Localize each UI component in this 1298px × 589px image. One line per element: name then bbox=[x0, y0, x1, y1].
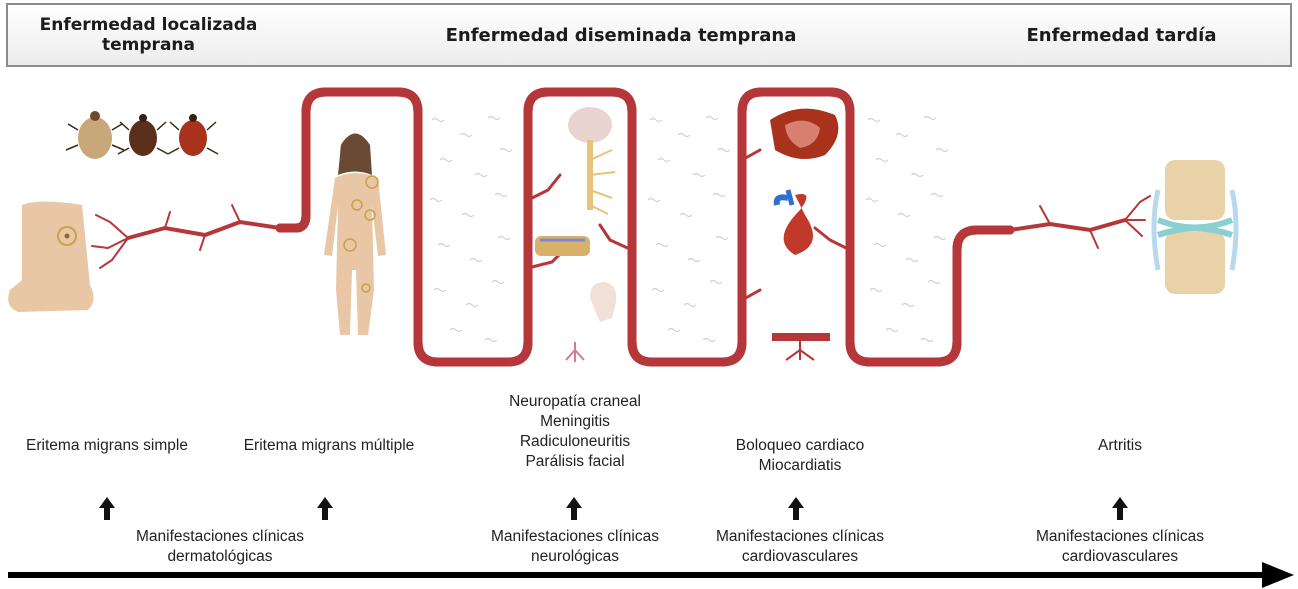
up-arrow-icon bbox=[566, 497, 582, 520]
category-neurological: Manifestaciones clínicas neurológicas bbox=[460, 527, 690, 567]
blood-vessel bbox=[280, 92, 1010, 362]
em-simple-label: Eritema migrans simple bbox=[2, 436, 212, 456]
category-subtitle: cardiovasculares bbox=[685, 547, 915, 567]
category-subtitle: neurológicas bbox=[460, 547, 690, 567]
cardio-manifestations: Boloqueo cardiaco Miocardiatis bbox=[700, 436, 900, 476]
up-arrow-icon bbox=[1112, 497, 1128, 520]
knee-joint-icon bbox=[1154, 160, 1236, 294]
em-multiple-label: Eritema migrans múltiple bbox=[215, 436, 443, 456]
up-arrow-icons bbox=[99, 497, 1128, 520]
tick-icons bbox=[66, 111, 218, 159]
category-title: Manifestaciones clínicas bbox=[685, 527, 915, 547]
neuro-item: Neuropatía craneal bbox=[470, 392, 680, 412]
category-title: Manifestaciones clínicas bbox=[100, 527, 340, 547]
category-title: Manifestaciones clínicas bbox=[460, 527, 690, 547]
arthritis-label: Artritis bbox=[1050, 436, 1190, 456]
heart-icons bbox=[770, 109, 838, 360]
up-arrow-icon bbox=[99, 497, 115, 520]
vessel-branches bbox=[92, 150, 1150, 300]
neuro-item: Parálisis facial bbox=[470, 452, 680, 472]
cardio-item: Boloqueo cardiaco bbox=[700, 436, 900, 456]
neuro-manifestations: Neuropatía craneal Meningitis Radiculone… bbox=[470, 392, 680, 472]
up-arrow-icon bbox=[788, 497, 804, 520]
foot-with-erythema-icon bbox=[8, 202, 93, 313]
category-title: Manifestaciones clínicas bbox=[1005, 527, 1235, 547]
category-subtitle: dermatológicas bbox=[100, 547, 340, 567]
bacteria-field bbox=[430, 117, 948, 342]
category-cardiovascular: Manifestaciones clínicas cardiovasculare… bbox=[685, 527, 915, 567]
category-subtitle: cardiovasculares bbox=[1005, 547, 1235, 567]
nervous-system-icons bbox=[535, 107, 616, 362]
human-figure-icon bbox=[324, 134, 386, 336]
neuro-item: Radiculoneuritis bbox=[470, 432, 680, 452]
neuro-item: Meningitis bbox=[470, 412, 680, 432]
up-arrow-icon bbox=[317, 497, 333, 520]
category-late: Manifestaciones clínicas cardiovasculare… bbox=[1005, 527, 1235, 567]
cardio-item: Miocardiatis bbox=[700, 456, 900, 476]
category-dermatological: Manifestaciones clínicas dermatológicas bbox=[100, 527, 340, 567]
